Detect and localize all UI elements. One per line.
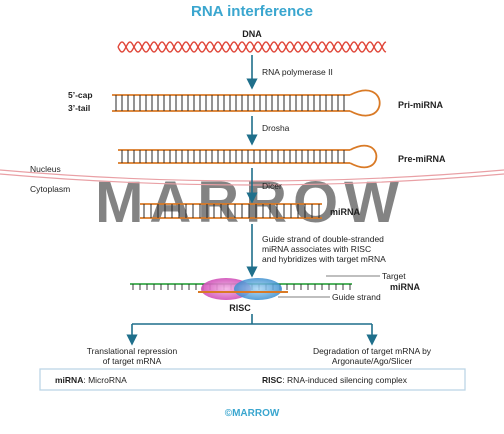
pri-mirna-label: Pri-miRNA: [398, 100, 444, 110]
legend-mirna-def: : MicroRNA: [83, 375, 127, 385]
footer-logo: ©MARROW: [225, 408, 280, 419]
pre-mirna-hairpin: [118, 144, 378, 169]
target-mirna-label: miRNA: [390, 282, 421, 292]
hairpin-loop: [349, 89, 381, 117]
dicer-label: Dicer: [262, 181, 282, 191]
legend-risc-term: RISC: [262, 375, 282, 385]
target-label: Target: [382, 271, 406, 281]
hairpin-loop: [349, 144, 378, 169]
watermark: MARROW: [95, 170, 405, 235]
dna-helix: [117, 41, 387, 53]
guide-text-line2: miRNA associates with RISC: [262, 244, 371, 254]
tail-label: 3’-tail: [68, 103, 90, 113]
left-outcome-line1: Translational repression: [87, 346, 178, 356]
left-outcome-line2: of target mRNA: [103, 356, 162, 366]
guide-strand-label: Guide strand: [332, 292, 381, 302]
risc-complex: [198, 278, 288, 300]
risc-label: RISC: [229, 303, 251, 313]
rna-polymerase-label: RNA polymerase II: [262, 67, 333, 77]
legend-mirna-term: miRNA: [55, 375, 83, 385]
branch-connector: [132, 314, 372, 325]
nucleus-label: Nucleus: [30, 164, 61, 174]
right-outcome-line2: Argonaute/Ago/Slicer: [332, 356, 412, 366]
mirna-label: miRNA: [330, 207, 361, 217]
drosha-label: Drosha: [262, 123, 290, 133]
legend-box: [39, 368, 466, 391]
guide-text-line3: and hybridizes with target mRNA: [262, 254, 386, 264]
diagram-title: RNA interference: [191, 3, 313, 20]
guide-text-line1: Guide strand of double-stranded: [262, 234, 384, 244]
legend-risc-def: : RNA-induced silencing complex: [282, 375, 407, 385]
dna-strand-b: [117, 41, 387, 53]
dna-label: DNA: [242, 29, 262, 39]
legend-mirna: miRNA: MicroRNA: [55, 375, 127, 385]
right-outcome-line1: Degradation of target mRNA by: [313, 346, 432, 356]
pri-mirna-hairpin: [112, 89, 381, 117]
mirna-duplex: [140, 203, 322, 219]
cap-label: 5’-cap: [68, 90, 93, 100]
risc-protein-blob: [234, 278, 282, 300]
legend-risc: RISC: RNA-induced silencing complex: [262, 375, 408, 385]
cytoplasm-label: Cytoplasm: [30, 184, 70, 194]
pre-mirna-label: Pre-miRNA: [398, 154, 446, 164]
dna-strand-a: [117, 41, 387, 53]
